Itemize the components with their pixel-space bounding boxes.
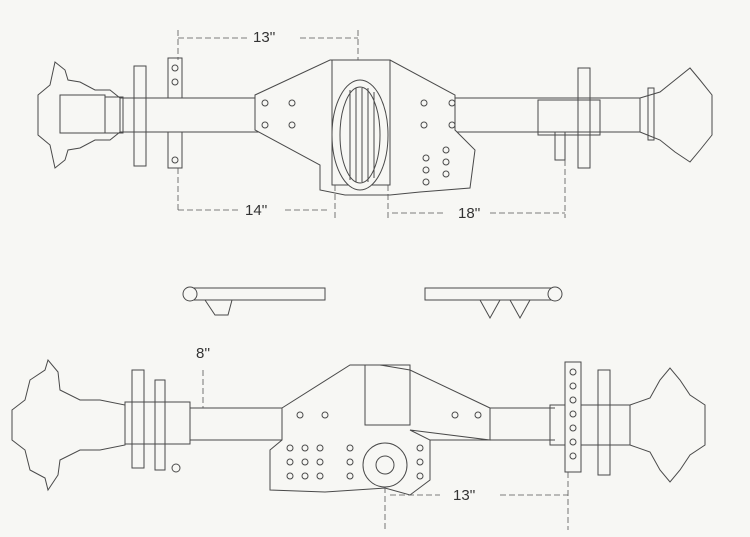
differential-housing-bottom xyxy=(269,364,491,496)
dimension-label-8: 8'' xyxy=(193,345,214,362)
spring-brackets xyxy=(182,286,563,320)
dimension-label-18: 18'' xyxy=(455,205,484,222)
right-hub-top xyxy=(639,67,713,163)
left-hub-top xyxy=(37,61,121,169)
bolt-holes xyxy=(286,411,482,480)
dimension-label-14: 14'' xyxy=(242,202,271,219)
right-hub-bottom xyxy=(629,367,706,483)
bottom-axle-assembly xyxy=(11,358,706,530)
dimension-label-13-top: 13'' xyxy=(250,29,279,46)
top-axle-assembly xyxy=(37,30,713,218)
dimension-label-13-bottom: 13'' xyxy=(450,487,479,504)
left-hub-bottom xyxy=(11,358,126,492)
